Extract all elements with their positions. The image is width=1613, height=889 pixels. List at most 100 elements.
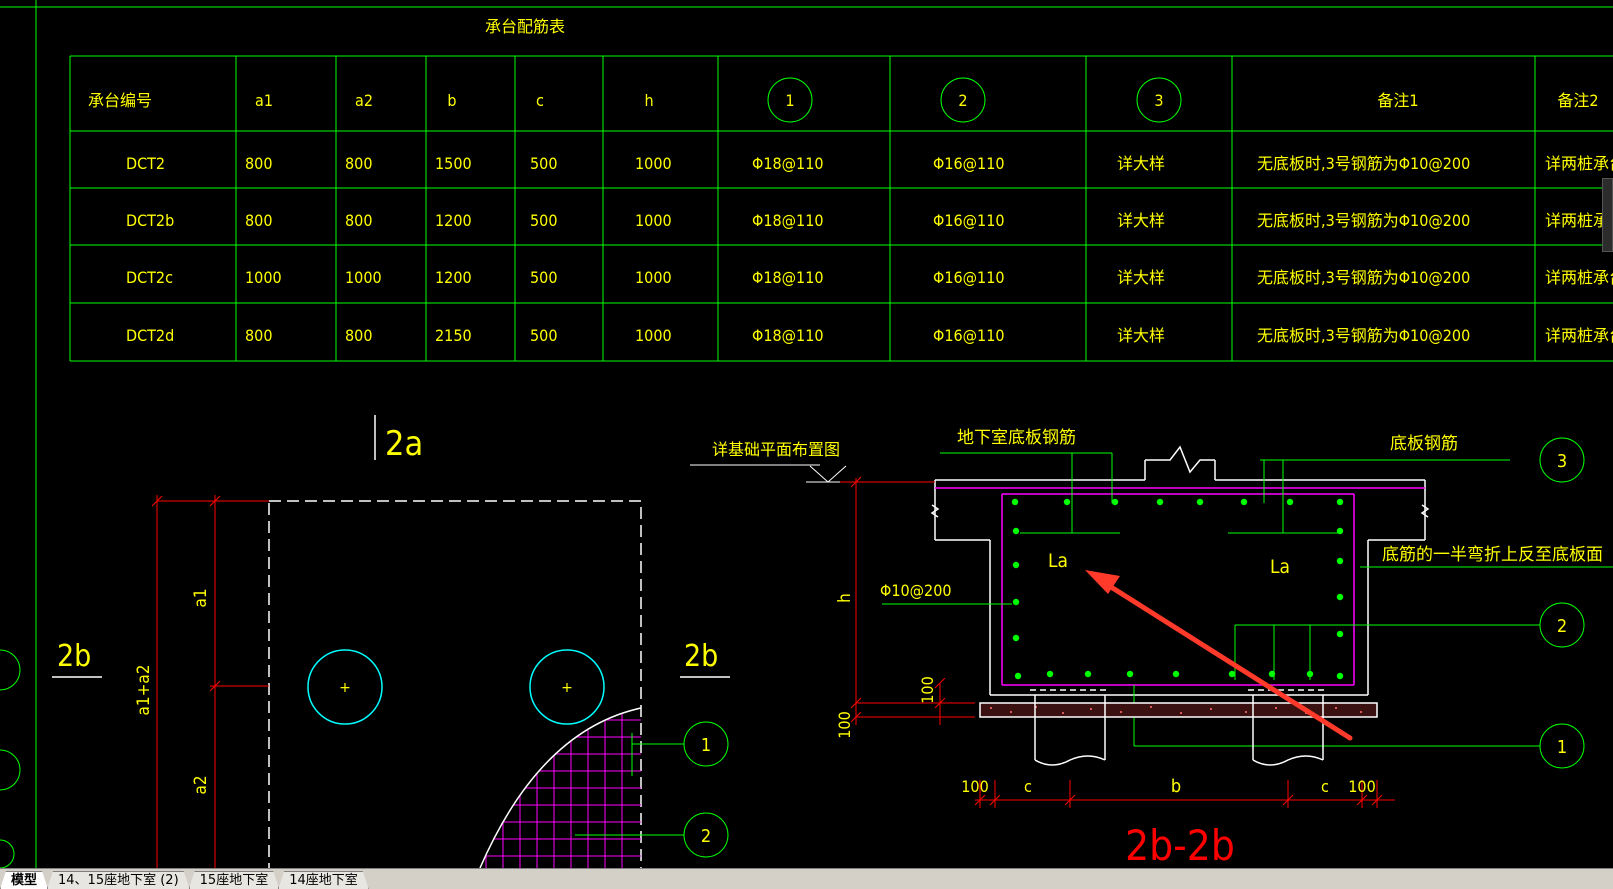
plan-dim-a1a2: a1+a2 <box>134 664 154 715</box>
table-cell-r1-c10: 详两桩承台大 <box>1545 211 1613 230</box>
table-cell-r3-c6: Φ18@110 <box>752 326 824 345</box>
header-circle-3 <box>1136 77 1182 123</box>
rebar-dot <box>1336 557 1344 565</box>
rebar-dot <box>1336 630 1344 638</box>
table-cell-r3-c10: 详两桩承台大 <box>1545 326 1613 345</box>
table-cell-r2-c4: 500 <box>530 268 557 287</box>
drawing-frame <box>0 0 1613 868</box>
table-header-3: b <box>447 91 456 110</box>
table-header-9: 备注1 <box>1377 91 1418 110</box>
table-cell-r3-c7: Φ16@110 <box>933 326 1005 345</box>
table-cell-r3-c2: 800 <box>345 326 372 345</box>
table-cell-r0-c10: 详两桩承台大 <box>1545 154 1613 173</box>
table-cell-r0-c4: 500 <box>530 154 557 173</box>
table-header-10: 备注2 <box>1557 91 1598 110</box>
table-cell-r0-c0: DCT2 <box>126 154 165 173</box>
table-header-0: 承台编号 <box>88 91 152 110</box>
tab-layout-15[interactable]: 15座地下室 <box>189 871 280 889</box>
table-cell-r2-c5: 1000 <box>635 268 672 287</box>
table-title: 承台配筋表 <box>485 17 565 36</box>
plan-dim-a2: a2 <box>191 775 211 794</box>
dim-bottom-100-left: 100 <box>961 777 988 796</box>
table-cell-r2-c10: 详两桩承台大 <box>1545 268 1613 287</box>
dim-h: h <box>835 593 855 603</box>
tab-layout-14[interactable]: 14座地下室 <box>278 871 369 889</box>
section-view: 详基础平面布置图 <box>690 428 1613 868</box>
section-mark-right: 2b <box>684 639 718 674</box>
rebar-table-grid <box>69 55 1613 362</box>
plan-label: 2a <box>385 424 423 464</box>
table-cell-r1-c4: 500 <box>530 211 557 230</box>
rebar-dot <box>1012 634 1020 642</box>
rebar-dot <box>1063 498 1071 506</box>
rebar-dot <box>1011 498 1019 506</box>
rebar-dot <box>1336 593 1344 601</box>
table-cell-r2-c0: DCT2c <box>126 268 173 287</box>
layout-tab-bar: 模型 14、15座地下室 (2) 15座地下室 14座地下室 <box>0 868 1613 889</box>
svg-text:+: + <box>561 680 573 696</box>
section-callout-1: 1 <box>1557 737 1567 758</box>
note-slab-rebar: 地下室底板钢筋 <box>957 428 1076 448</box>
header-circle-1 <box>767 77 813 123</box>
section-callout-2: 2 <box>1557 616 1567 637</box>
table-header-4: c <box>536 91 544 110</box>
svg-text:+: + <box>339 680 351 696</box>
table-cell-r3-c0: DCT2d <box>126 326 174 345</box>
table-cell-r0-c9: 无底板时,3号钢筋为Φ10@200 <box>1257 154 1470 173</box>
note-plan-ref: 详基础平面布置图 <box>712 440 840 459</box>
table-cell-r3-c3: 2150 <box>435 326 472 345</box>
dim-bottom-b: b <box>1171 776 1181 797</box>
tab-layout-1415-2[interactable]: 14、15座地下室 (2) <box>47 871 190 889</box>
pile-circle-left <box>307 649 383 725</box>
rebar-dot <box>1172 670 1180 678</box>
vertical-scrollbar[interactable] <box>1602 178 1613 252</box>
table-cell-r2-c8: 详大样 <box>1117 268 1165 287</box>
rebar-hatch <box>480 708 641 868</box>
rebar-dot <box>1228 670 1236 678</box>
table-cell-r3-c4: 500 <box>530 326 557 345</box>
table-cell-r3-c1: 800 <box>245 326 272 345</box>
annotation-arrow <box>1085 570 1353 741</box>
rebar-dot <box>1286 498 1294 506</box>
rebar-dot <box>1196 498 1204 506</box>
dim-100-upper: 100 <box>918 676 937 703</box>
note-bend: 底筋的一半弯折上反至底板面 <box>1382 545 1603 565</box>
table-cell-r1-c3: 1200 <box>435 211 472 230</box>
rebar-dot <box>1012 598 1020 606</box>
anchor-la-right: La <box>1270 556 1290 578</box>
dim-100-lower: 100 <box>835 711 854 738</box>
table-cell-r0-c2: 800 <box>345 154 372 173</box>
rebar-dot <box>1240 498 1248 506</box>
table-cell-r0-c1: 800 <box>245 154 272 173</box>
rebar-dot <box>1012 527 1020 535</box>
rebar-dot <box>1014 672 1022 680</box>
table-cell-r2-c3: 1200 <box>435 268 472 287</box>
table-cell-r1-c5: 1000 <box>635 211 672 230</box>
rebar-dots <box>1011 498 1344 680</box>
rebar-dot <box>1111 498 1119 506</box>
table-cell-r2-c7: Φ16@110 <box>933 268 1005 287</box>
rebar-dot <box>1012 561 1020 569</box>
table-cell-r1-c8: 详大样 <box>1117 211 1165 230</box>
table-header-6: 1 <box>785 91 794 110</box>
dim-bottom-100-right: 100 <box>1348 777 1375 796</box>
section-mark-left: 2b <box>57 639 91 674</box>
table-header-1: a1 <box>255 91 273 110</box>
table-cell-r1-c1: 800 <box>245 211 272 230</box>
table-cell-r2-c9: 无底板时,3号钢筋为Φ10@200 <box>1257 268 1470 287</box>
table-cell-r1-c6: Φ18@110 <box>752 211 824 230</box>
table-cell-r0-c3: 1500 <box>435 154 472 173</box>
plan-view: 2a + + <box>0 415 730 868</box>
plan-callout-2: 2 <box>701 826 711 847</box>
table-cell-r3-c8: 详大样 <box>1117 326 1165 345</box>
table-header-5: h <box>644 91 653 110</box>
plan-dim-a1: a1 <box>191 588 211 607</box>
rebar-dot <box>1156 498 1164 506</box>
pile-circle-right <box>529 649 605 725</box>
table-header-2: a2 <box>355 91 373 110</box>
table-cell-r0-c5: 1000 <box>635 154 672 173</box>
tab-model[interactable]: 模型 <box>0 871 48 889</box>
